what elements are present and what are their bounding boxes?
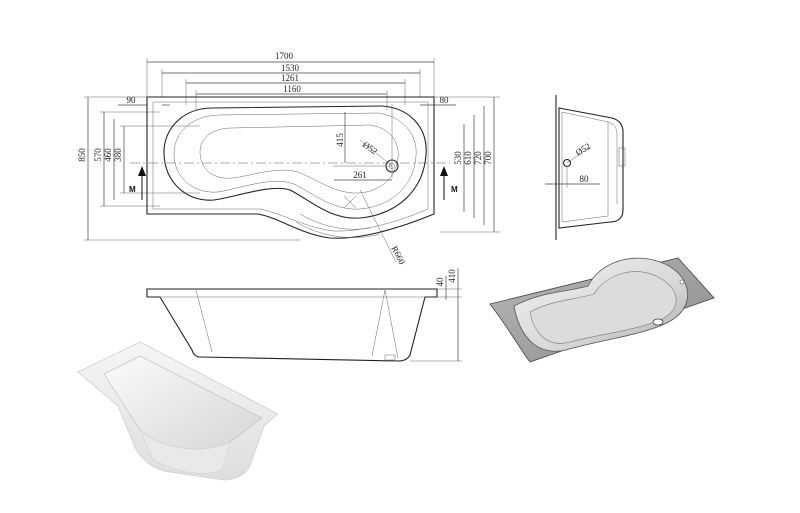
radius-callout: R660 — [343, 189, 407, 267]
dim-label-410: 410 — [447, 269, 457, 283]
dim-label-90: 90 — [127, 95, 137, 105]
dim-80: 80 — [420, 95, 456, 106]
dim-label-530: 530 — [453, 151, 463, 165]
isometric-render — [77, 341, 279, 481]
radius-label: R660 — [389, 244, 407, 266]
tub-plan-outline — [146, 96, 435, 239]
dim-label-1160: 1160 — [283, 84, 301, 94]
dim-label-end-80: 80 — [580, 174, 590, 184]
dim-label-720: 720 — [473, 151, 483, 165]
end-view: Ø52 80 — [545, 95, 626, 240]
plan-view: 1700 1530 1261 1160 90 80 — [77, 51, 500, 267]
dim-label-415: 415 — [335, 133, 345, 147]
dim-1261: 1261 — [185, 73, 406, 105]
section-mark-left: M — [129, 185, 136, 194]
dim-1530: 1530 — [161, 63, 421, 98]
dim-label-850: 850 — [77, 148, 87, 162]
side-view: 40 410 — [146, 268, 462, 362]
dim-label-610: 610 — [463, 151, 473, 165]
dim-1700: 1700 — [146, 51, 435, 98]
dim-label-700: 700 — [483, 151, 493, 165]
left-dims: 850 570 460 380 — [77, 96, 300, 241]
dim-label-1261: 1261 — [281, 73, 299, 83]
dim-label-1700: 1700 — [275, 51, 294, 61]
dim-label-80: 80 — [440, 95, 450, 105]
section-marks: M M — [129, 166, 458, 200]
dim-label-460: 460 — [103, 148, 113, 162]
waste-diameter-label: Ø52 — [361, 139, 379, 156]
dim-label-570: 570 — [93, 148, 103, 162]
dim-90: 90 — [118, 95, 170, 106]
isometric-top-view — [489, 257, 715, 363]
section-mark-right: M — [451, 185, 458, 194]
dim-label-380: 380 — [113, 148, 123, 162]
right-dims: 530 610 720 700 — [434, 96, 500, 233]
dim-label-40: 40 — [435, 277, 445, 287]
dim-label-261: 261 — [353, 170, 367, 180]
dim-label-1530: 1530 — [281, 63, 300, 73]
end-waste-diameter-label: Ø52 — [574, 141, 592, 158]
